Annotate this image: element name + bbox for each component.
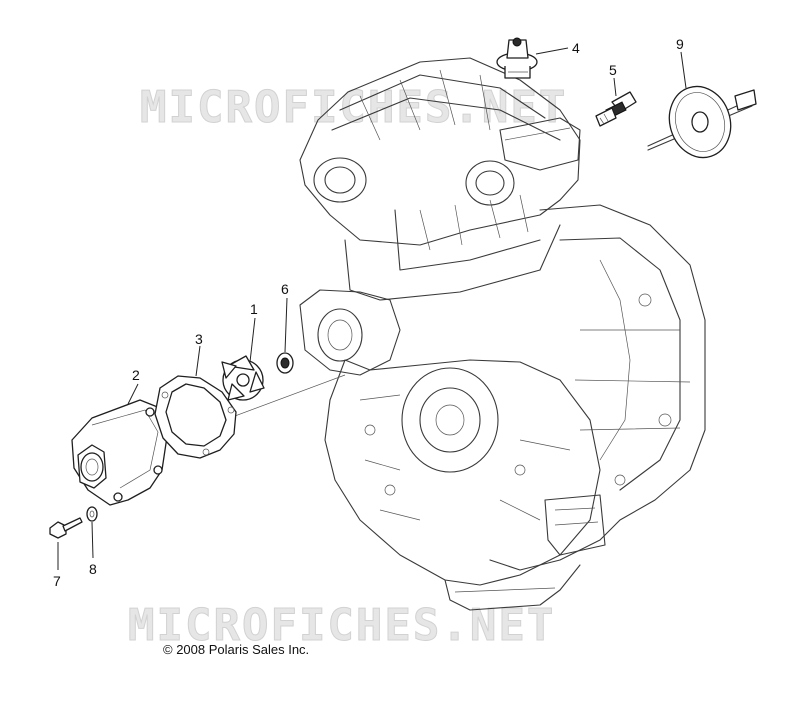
callout-7: 7 <box>53 573 61 589</box>
leader-8 <box>91 521 94 559</box>
leader-5 <box>613 77 617 97</box>
leader-1 <box>249 317 256 363</box>
impeller <box>221 355 265 401</box>
leader-3 <box>195 345 201 377</box>
pump-shaft-gear <box>647 85 757 159</box>
engine-block <box>299 57 706 611</box>
water-pump-cover <box>71 399 169 506</box>
callout-1: 1 <box>250 301 258 317</box>
callout-6: 6 <box>281 281 289 297</box>
callout-3: 3 <box>195 331 203 347</box>
washer <box>86 506 98 522</box>
copyright-text: © 2008 Polaris Sales Inc. <box>163 642 309 657</box>
leader-2 <box>127 383 139 405</box>
gasket <box>154 375 237 459</box>
callout-2: 2 <box>132 367 140 383</box>
callout-9: 9 <box>676 36 684 52</box>
callout-5: 5 <box>609 62 617 78</box>
bolt <box>49 517 83 539</box>
leader-9 <box>680 51 687 89</box>
leader-4 <box>535 47 569 55</box>
callout-8: 8 <box>89 561 97 577</box>
leader-6 <box>284 297 288 353</box>
seal <box>276 352 294 374</box>
temperature-sensor <box>595 91 637 127</box>
callout-4: 4 <box>572 40 580 56</box>
watermark-bottom: MICROFICHES.NET <box>128 600 555 651</box>
thermostat <box>496 37 538 79</box>
